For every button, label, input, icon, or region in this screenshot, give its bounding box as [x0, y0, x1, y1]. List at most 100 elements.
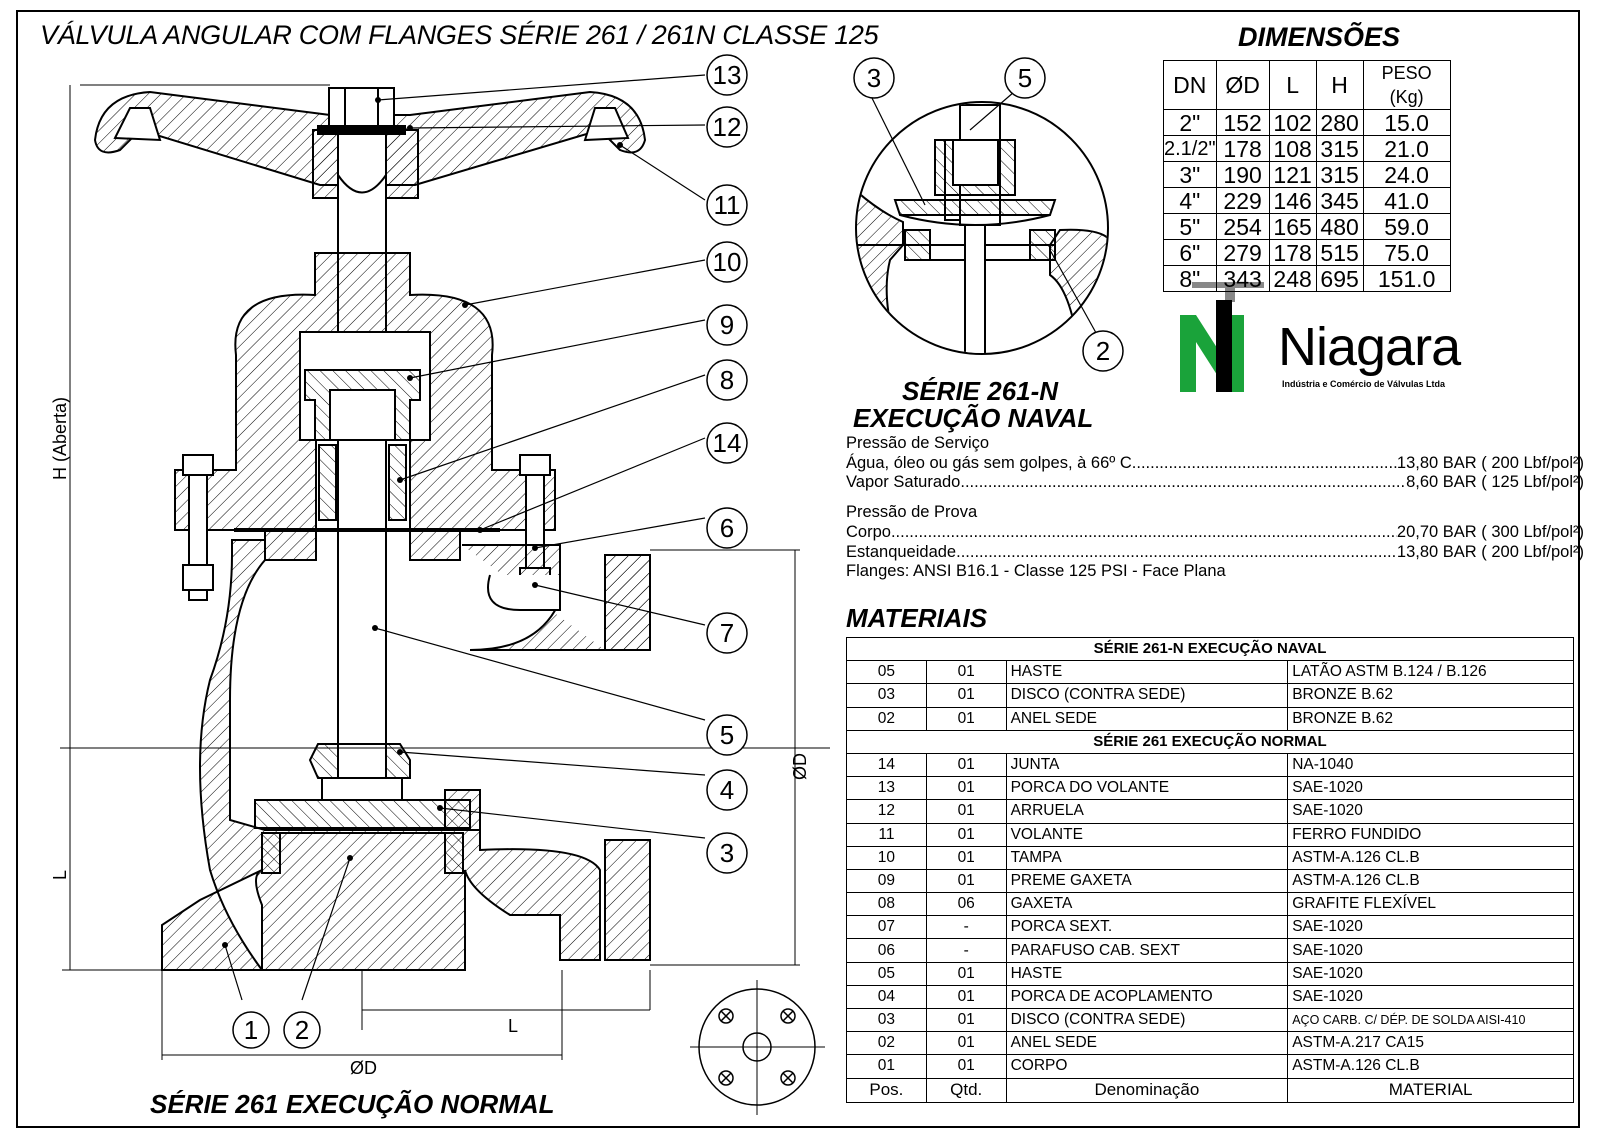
- dim-label-od-bottom: ØD: [350, 1058, 377, 1078]
- balloon-text: 5: [720, 720, 734, 750]
- cell: 01: [925, 683, 1007, 708]
- cell: 01: [925, 706, 1007, 731]
- balloon-text: 6: [720, 513, 734, 543]
- cell: 121: [1268, 161, 1317, 188]
- cell: 151.0: [1362, 265, 1451, 292]
- balloon-14: [706, 422, 748, 464]
- spec-value: 20,70 BAR ( 300 Lbf/pol²): [1396, 522, 1584, 541]
- cell: 03: [846, 1007, 927, 1033]
- cell: 03: [846, 683, 927, 708]
- cell: DISCO (CONTRA SEDE): [1005, 683, 1289, 708]
- cell: 05: [846, 660, 927, 685]
- cell: 178: [1268, 239, 1317, 266]
- seat-ring: [261, 832, 464, 874]
- cell: 279: [1215, 239, 1270, 266]
- spec-label: Água, óleo ou gás sem golpes, à 66º C: [846, 453, 1132, 472]
- balloon-1: [232, 1011, 270, 1049]
- spec-row: Estanqueidade 13,80 BAR ( 200 Lbf/pol²): [846, 543, 1584, 563]
- cell: 01: [925, 776, 1007, 801]
- cell: ARRUELA: [1005, 799, 1289, 824]
- balloon-text: 11: [714, 190, 741, 220]
- dimensions-title: DIMENSÕES: [1238, 22, 1401, 52]
- cell: 21.0: [1362, 135, 1451, 162]
- column-header: MATERIAL: [1287, 1077, 1574, 1103]
- balloon-4: [706, 769, 748, 811]
- balloon-12: [706, 106, 748, 148]
- cell: 24.0: [1362, 161, 1451, 188]
- cell: TAMPA: [1005, 845, 1289, 870]
- drawing-title: VÁLVULA ANGULAR COM FLANGES SÉRIE 261 / …: [40, 20, 879, 50]
- balloon-text: 1: [244, 1015, 258, 1045]
- balloon-text: 2: [295, 1015, 309, 1045]
- cell: 08: [846, 892, 927, 917]
- cell: 229: [1215, 187, 1270, 214]
- cell: SAE-1020: [1287, 915, 1574, 940]
- spec-row: Vapor Saturado8,60 BAR ( 125 Lbf/pol²): [846, 473, 1584, 493]
- cell: VOLANTE: [1005, 822, 1289, 847]
- cell: 04: [846, 984, 927, 1010]
- dim-label-l-bottom: L: [508, 1016, 518, 1036]
- cell: 695: [1315, 265, 1364, 292]
- naval-caption-line2: EXECUÇÃO NAVAL: [853, 403, 1094, 433]
- table-row: 07-PORCA SEXT.SAE-1020: [846, 915, 1574, 940]
- cell: ASTM-A.217 CA15: [1287, 1031, 1574, 1056]
- cell: 01: [925, 822, 1007, 847]
- cell: 6": [1163, 239, 1217, 266]
- cell: 4": [1163, 187, 1217, 214]
- cell: 09: [846, 868, 927, 894]
- section-title: SÉRIE 261 EXECUÇÃO NORMAL: [846, 729, 1574, 754]
- naval-detail: [855, 89, 1109, 355]
- spec-value: 13,80 BAR ( 200 Lbf/pol²): [1396, 453, 1584, 472]
- table-header: DN: [1163, 60, 1217, 110]
- balloon-text: 2: [1096, 336, 1110, 366]
- balloon-2: [283, 1011, 321, 1049]
- cell: 8": [1163, 265, 1217, 292]
- cell: ANEL SEDE: [1005, 706, 1289, 731]
- cell: 146: [1268, 187, 1317, 214]
- cell: 01: [925, 845, 1007, 870]
- balloon-7: [706, 612, 748, 654]
- cell: ANEL SEDE: [1005, 1031, 1289, 1056]
- cell: PREME GAXETA: [1005, 868, 1289, 894]
- balloon-text: 9: [720, 310, 734, 340]
- balloon-9: [706, 304, 748, 346]
- cell: 02: [846, 706, 927, 731]
- table-header-row: DN ØD L H PESO (Kg): [1163, 60, 1451, 110]
- cell: PORCA SEXT.: [1005, 915, 1289, 940]
- cell: PORCA DE ACOPLAMENTO: [1005, 984, 1289, 1010]
- spec-label: Estanqueidade: [846, 542, 957, 561]
- cell: 14: [846, 752, 927, 778]
- balloon-13: [706, 54, 748, 96]
- bolt-left: [182, 454, 214, 601]
- cell: 515: [1315, 239, 1364, 266]
- dim-label-od-right: ØD: [790, 753, 810, 780]
- stem: [337, 133, 387, 775]
- cell: 10: [846, 845, 927, 870]
- spec-value: 13,80 BAR ( 200 Lbf/pol²): [1396, 542, 1584, 561]
- cell: FERRO FUNDIDO: [1287, 822, 1574, 847]
- balloon-text: 5: [1018, 63, 1032, 93]
- cell: 480: [1315, 213, 1364, 240]
- packing-rings: [318, 444, 407, 521]
- dim-label-h: H (Aberta): [50, 397, 70, 480]
- drawing-frame: [16, 10, 1580, 1128]
- balloon-text: 8: [720, 365, 734, 395]
- cell: 3": [1163, 161, 1217, 188]
- cell: 108: [1268, 135, 1317, 162]
- naval-balloon-5: [1004, 57, 1046, 99]
